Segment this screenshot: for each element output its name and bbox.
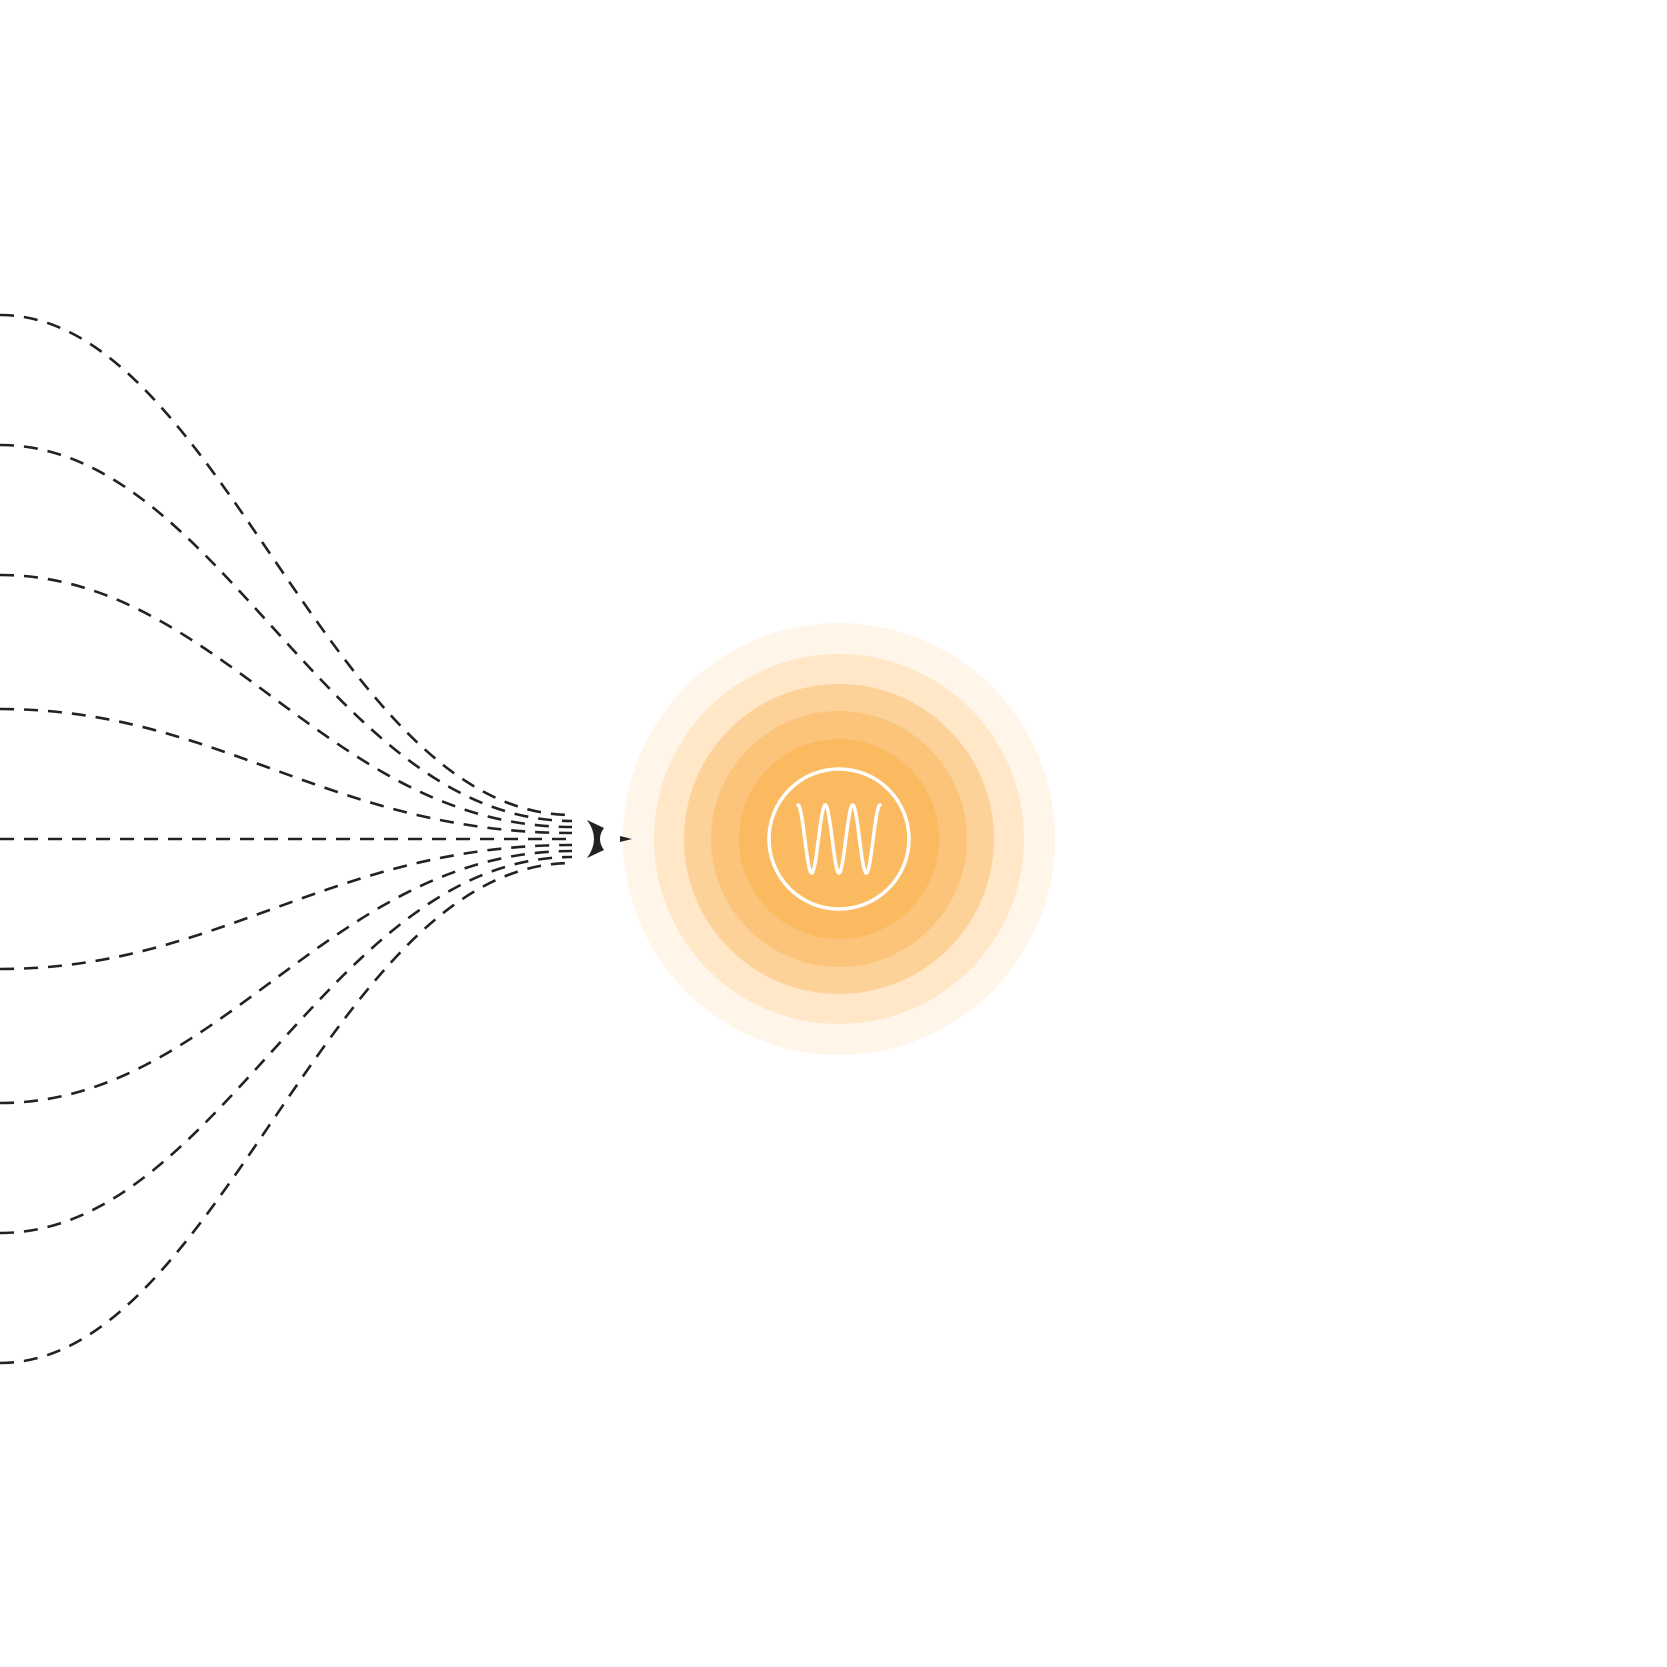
flow-line-7 <box>0 849 573 1105</box>
convergence-point <box>587 820 632 858</box>
flow-line-6 <box>0 843 573 971</box>
flow-lines-group <box>0 313 573 1365</box>
flow-line-3 <box>0 573 573 829</box>
flow-line-8 <box>0 855 573 1235</box>
flow-line-2 <box>0 443 573 823</box>
arrow-tip-mark <box>620 836 632 842</box>
sine-wave-icon <box>796 802 882 876</box>
source-halo <box>623 623 1055 1055</box>
source-icon <box>767 767 911 911</box>
flow-line-4 <box>0 707 573 835</box>
fan-arc-mark <box>587 820 604 858</box>
flow-line-9 <box>0 861 573 1365</box>
flow-line-1 <box>0 313 573 817</box>
source-icon-ring <box>767 767 911 911</box>
